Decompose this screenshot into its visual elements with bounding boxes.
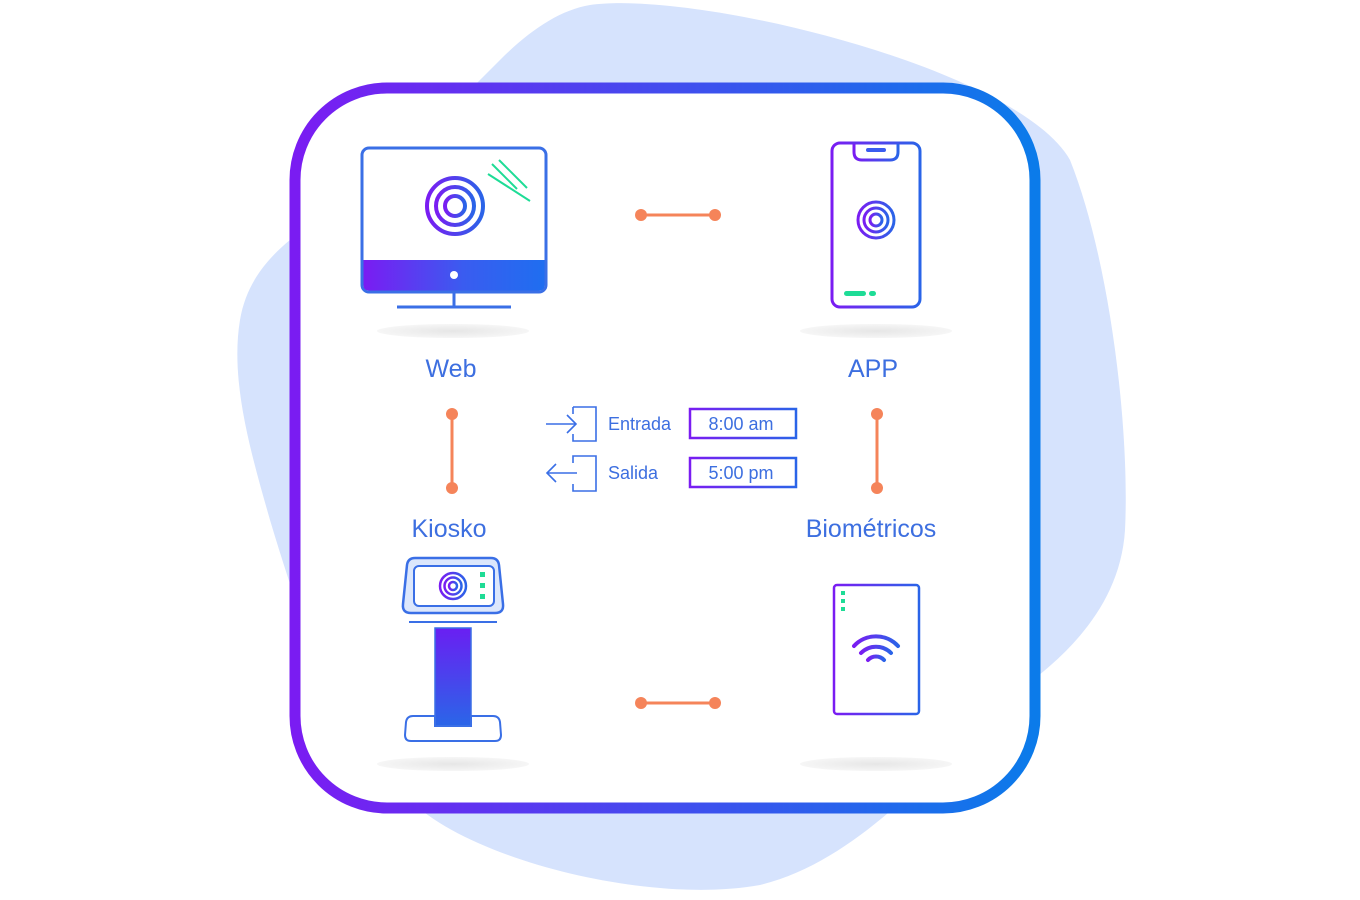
app-shadow — [800, 324, 952, 338]
kiosk-icon — [401, 556, 505, 742]
connector-web-kiosk — [446, 408, 458, 494]
kiosk-label: Kiosko — [411, 515, 486, 543]
monitor-icon — [360, 146, 548, 309]
wifi-icon — [852, 634, 900, 662]
connector-app-biometric — [871, 408, 883, 494]
biometric-shadow — [800, 757, 952, 771]
exit-label: Salida — [608, 463, 659, 483]
biometric-reader-icon — [832, 583, 921, 716]
sign-out-icon — [545, 455, 597, 492]
entry-time-box — [688, 407, 798, 440]
smartphone-icon — [830, 141, 922, 309]
exit-time-box — [688, 456, 798, 489]
sign-in-icon — [546, 406, 597, 442]
kiosk-shadow — [377, 757, 529, 771]
connector-web-app — [635, 209, 721, 221]
web-shadow — [377, 324, 529, 338]
web-label: Web — [426, 355, 477, 383]
entry-label: Entrada — [608, 414, 672, 434]
entry-time: 8:00 am — [708, 414, 773, 434]
exit-time: 5:00 pm — [708, 463, 773, 483]
app-label: APP — [848, 355, 898, 383]
biometric-label: Biométricos — [806, 515, 937, 543]
connector-kiosk-biometric — [635, 697, 721, 709]
